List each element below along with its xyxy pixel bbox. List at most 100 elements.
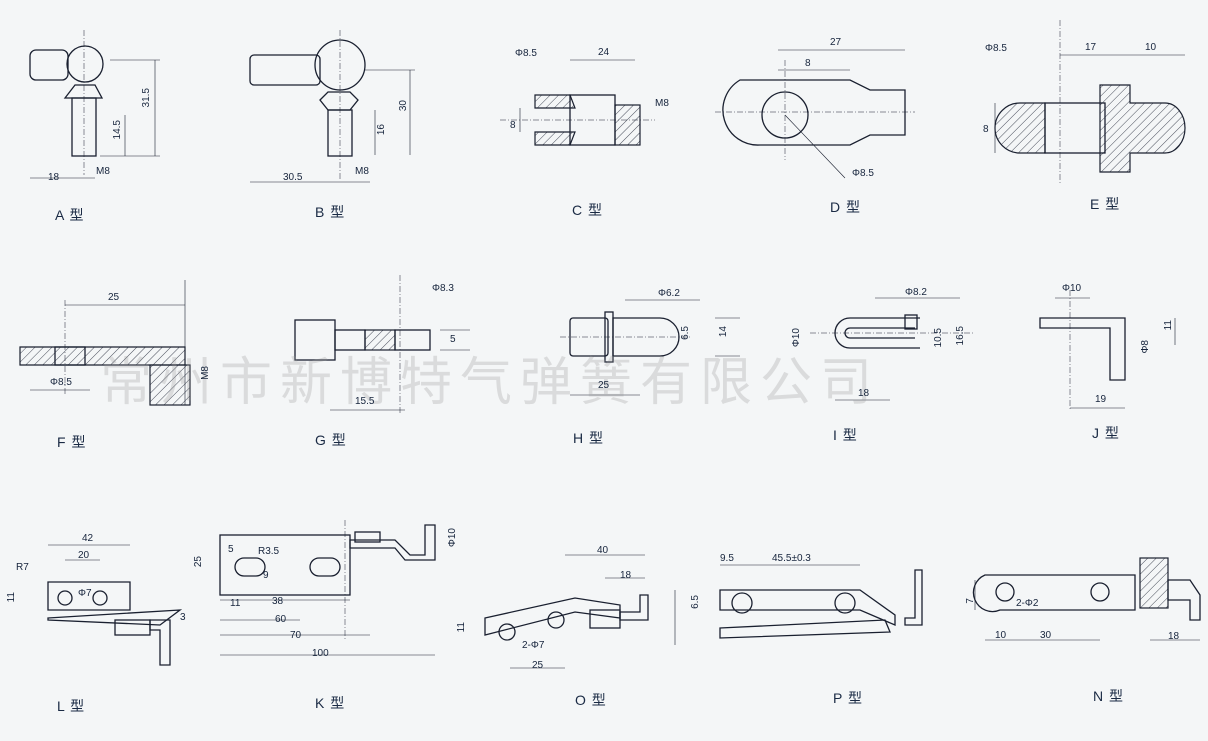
dim-p-offset: 9.5 <box>720 553 734 564</box>
dim-h-length: 25 <box>598 380 610 391</box>
dim-a-thread: M8 <box>96 166 110 177</box>
dim-f-hole: Φ8.5 <box>50 377 72 388</box>
dim-o-holes: 2-Φ7 <box>522 640 545 651</box>
label-j: J 型 <box>1092 425 1120 441</box>
dim-e-thickness: 8 <box>983 124 989 135</box>
dim-o-length: 40 <box>597 545 609 556</box>
dim-o-width: 11 <box>456 622 467 633</box>
drawing-p <box>674 564 923 645</box>
dim-j-hole: Φ10 <box>1062 283 1082 294</box>
drawing-j <box>1039 290 1176 410</box>
dim-k-height: 25 <box>193 556 204 568</box>
dim-f-thread: M8 <box>200 366 211 380</box>
drawing-l <box>47 544 183 666</box>
drawing-k <box>219 520 436 656</box>
dim-c-length: 24 <box>598 47 610 58</box>
dim-k-radius: R3.5 <box>258 546 280 557</box>
dim-c-gap: 8 <box>510 120 516 131</box>
dim-d-hole: Φ8.5 <box>852 168 874 179</box>
label-n: N 型 <box>1093 688 1124 704</box>
drawing-e <box>994 20 1186 185</box>
dim-n-holes: 2-Φ2 <box>1016 598 1039 609</box>
dim-n-pitch: 30 <box>1040 630 1052 641</box>
dim-j-pin: Φ8 <box>1140 340 1151 354</box>
dim-j-height: 11 <box>1163 320 1174 331</box>
dim-p-width: 6.5 <box>690 595 701 609</box>
dim-i-length: 18 <box>858 388 870 399</box>
dim-n-hook: 18 <box>1168 631 1180 642</box>
dim-l-radius: R7 <box>16 562 29 573</box>
dim-l-pitch: 20 <box>78 550 90 561</box>
dim-l-thickness: 3 <box>180 612 186 623</box>
dim-e-length: 17 <box>1085 42 1097 53</box>
dim-b-thread-length: 16 <box>376 124 387 136</box>
dim-i-gap: 10.5 <box>933 328 944 348</box>
drawing-a <box>29 30 160 179</box>
dim-k-100: 100 <box>312 648 329 659</box>
drawing-c <box>500 59 655 146</box>
label-l: L 型 <box>57 698 86 714</box>
dim-h-height: 14 <box>718 326 729 338</box>
dim-a-width: 18 <box>48 172 60 183</box>
dim-l-length: 42 <box>82 533 94 544</box>
dim-d-length: 27 <box>830 37 842 48</box>
dim-k-start: 11 <box>230 598 241 609</box>
label-g: G 型 <box>315 432 347 448</box>
dim-o-hook: 18 <box>620 570 632 581</box>
dim-e-hole: Φ8.5 <box>985 43 1007 54</box>
label-f: F 型 <box>57 434 87 450</box>
dim-k-slot: 5 <box>228 544 234 555</box>
label-p: P 型 <box>833 690 863 706</box>
drawing-f <box>19 280 191 406</box>
dim-i-hole: Φ8.2 <box>905 287 927 298</box>
dim-k-slot-width: 9 <box>263 570 269 581</box>
label-c: C 型 <box>572 202 603 218</box>
dim-f-length: 25 <box>108 292 120 303</box>
dim-i-outer: Φ10 <box>791 328 802 348</box>
dim-b-width: 30.5 <box>283 172 303 183</box>
dim-h-inner: 6.5 <box>680 326 691 340</box>
label-h: H 型 <box>573 430 604 446</box>
drawing-d <box>715 49 915 179</box>
dim-p-pitch: 45.5±0.3 <box>772 553 811 564</box>
dim-i-height: 16.5 <box>955 326 966 346</box>
drawing-i <box>810 297 975 401</box>
dim-g-thickness: 5 <box>450 334 456 345</box>
dim-e-tip: 10 <box>1145 42 1157 53</box>
dim-b-thread: M8 <box>355 166 369 177</box>
dim-l-width: 11 <box>6 592 17 603</box>
drawing-b <box>249 30 415 183</box>
dim-b-height: 30 <box>398 100 409 112</box>
label-o: O 型 <box>575 692 607 708</box>
label-i: I 型 <box>833 427 858 443</box>
dim-d-offset: 8 <box>805 58 811 69</box>
dim-g-hole: Φ8.3 <box>432 283 454 294</box>
dim-k-70: 70 <box>290 630 302 641</box>
label-d: D 型 <box>830 199 861 215</box>
dim-c-hole: Φ8.5 <box>515 48 537 59</box>
dim-l-hole: Φ7 <box>78 588 92 599</box>
dim-c-thread: M8 <box>655 98 669 109</box>
watermark: 常州市新博特气弹簧有限公司 <box>100 353 881 413</box>
drawing-o <box>484 554 649 669</box>
label-k: K 型 <box>315 695 346 711</box>
dim-k-38: 38 <box>272 596 284 607</box>
dim-n-start: 10 <box>995 630 1007 641</box>
dim-h-hole: Φ6.2 <box>658 288 680 299</box>
dim-o-pitch: 25 <box>532 660 544 671</box>
label-e: E 型 <box>1090 196 1121 212</box>
label-a: A 型 <box>55 207 85 223</box>
dim-k-hook: Φ10 <box>447 528 458 548</box>
dim-a-height: 31.5 <box>141 88 152 108</box>
dim-j-length: 19 <box>1095 394 1107 405</box>
dim-k-60: 60 <box>275 614 287 625</box>
dim-g-length: 15.5 <box>355 396 375 407</box>
label-b: B 型 <box>315 204 346 220</box>
drawing-h <box>560 299 740 396</box>
dim-a-thread-length: 14.5 <box>112 120 123 140</box>
dim-n-width: 7 <box>965 598 976 604</box>
drawing-n <box>972 557 1201 641</box>
drawing-g <box>294 275 470 415</box>
